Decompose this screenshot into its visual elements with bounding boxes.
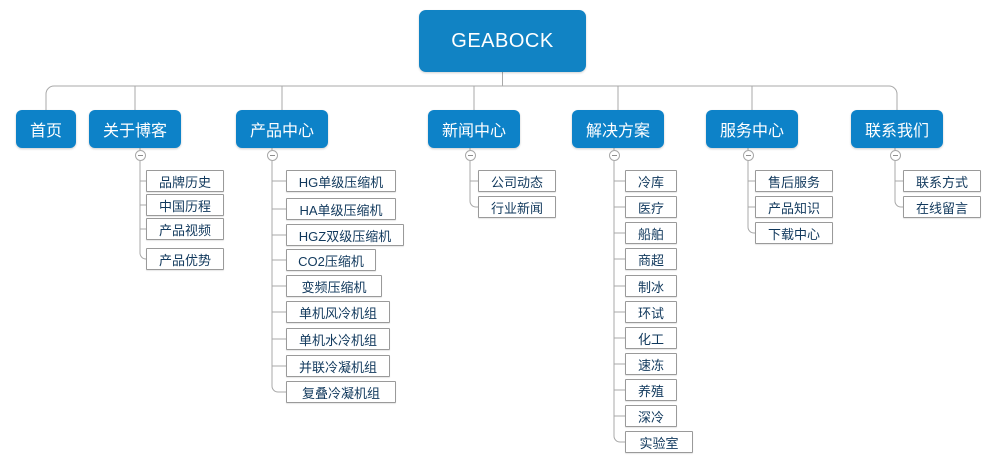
leaf-node-6-0[interactable]: 联系方式 xyxy=(903,170,981,192)
node-label: 商超 xyxy=(637,252,664,268)
leaf-node-4-10[interactable]: 实验室 xyxy=(625,431,693,453)
node-label: 售后服务 xyxy=(767,174,820,190)
node-label: 下载中心 xyxy=(767,226,820,242)
leaf-node-1-3[interactable]: 产品优势 xyxy=(146,248,224,270)
node-label: 冷库 xyxy=(637,174,664,190)
leaf-node-1-0[interactable]: 品牌历史 xyxy=(146,170,224,192)
node-label: 速冻 xyxy=(637,357,664,373)
leaf-node-3-1[interactable]: 行业新闻 xyxy=(478,196,556,218)
node-label: 产品知识 xyxy=(767,200,820,216)
node-label: 船舶 xyxy=(637,226,664,242)
branch-node-6[interactable]: 联系我们 xyxy=(851,110,943,148)
leaf-node-1-2[interactable]: 产品视频 xyxy=(146,218,224,240)
node-label: 公司动态 xyxy=(490,174,543,190)
collapse-toggle-icon[interactable] xyxy=(464,150,476,161)
node-label: CO2压缩机 xyxy=(298,253,364,269)
node-label: 复叠冷凝机组 xyxy=(301,385,380,401)
branch-node-5[interactable]: 服务中心 xyxy=(706,110,798,148)
minus-glyph xyxy=(467,155,473,156)
collapse-toggle-icon[interactable] xyxy=(134,150,146,161)
branch-node-0[interactable]: 首页 xyxy=(16,110,76,148)
collapse-toggle-icon[interactable] xyxy=(266,150,278,161)
leaf-node-4-7[interactable]: 速冻 xyxy=(625,353,677,375)
leaf-node-2-1[interactable]: HA单级压缩机 xyxy=(286,198,396,220)
node-label: HG单级压缩机 xyxy=(298,174,384,190)
leaf-node-6-1[interactable]: 在线留言 xyxy=(903,196,981,218)
node-label: 养殖 xyxy=(637,383,664,399)
node-label: 产品优势 xyxy=(158,252,211,268)
node-label: GEABOCK xyxy=(451,29,554,52)
node-label: 实验室 xyxy=(639,435,679,451)
leaf-node-2-8[interactable]: 复叠冷凝机组 xyxy=(286,381,396,403)
leaf-node-5-1[interactable]: 产品知识 xyxy=(755,196,833,218)
node-label: 化工 xyxy=(637,331,664,347)
branch-node-3[interactable]: 新闻中心 xyxy=(428,110,520,148)
leaf-node-4-3[interactable]: 商超 xyxy=(625,248,677,270)
leaf-node-4-9[interactable]: 深冷 xyxy=(625,405,677,427)
node-label: 单机风冷机组 xyxy=(298,305,377,321)
node-label: 单机水冷机组 xyxy=(298,332,377,348)
collapse-toggle-icon[interactable] xyxy=(742,150,754,161)
leaf-node-2-4[interactable]: 变频压缩机 xyxy=(286,275,382,297)
node-label: 产品视频 xyxy=(158,222,211,238)
leaf-node-2-0[interactable]: HG单级压缩机 xyxy=(286,170,396,192)
node-label: 服务中心 xyxy=(719,123,784,140)
leaf-node-1-1[interactable]: 中国历程 xyxy=(146,194,224,216)
leaf-node-4-0[interactable]: 冷库 xyxy=(625,170,677,192)
node-label: 在线留言 xyxy=(915,200,968,216)
node-label: 医疗 xyxy=(637,200,664,216)
branch-node-1[interactable]: 关于博客 xyxy=(89,110,181,148)
leaf-node-5-0[interactable]: 售后服务 xyxy=(755,170,833,192)
node-label: 解决方案 xyxy=(585,123,650,140)
node-label: 联系方式 xyxy=(915,174,968,190)
leaf-node-3-0[interactable]: 公司动态 xyxy=(478,170,556,192)
minus-glyph xyxy=(745,155,751,156)
minus-glyph xyxy=(611,155,617,156)
branch-node-2[interactable]: 产品中心 xyxy=(236,110,328,148)
leaf-node-4-1[interactable]: 医疗 xyxy=(625,196,677,218)
node-label: 新闻中心 xyxy=(441,123,506,140)
minus-glyph xyxy=(137,155,143,156)
leaf-node-2-2[interactable]: HGZ双级压缩机 xyxy=(286,224,404,246)
leaf-node-2-3[interactable]: CO2压缩机 xyxy=(286,249,376,271)
node-label: 关于博客 xyxy=(102,123,167,140)
root-node-geabock[interactable]: GEABOCK xyxy=(419,10,586,72)
node-label: HA单级压缩机 xyxy=(299,202,383,218)
collapse-toggle-icon[interactable] xyxy=(608,150,620,161)
leaf-node-4-8[interactable]: 养殖 xyxy=(625,379,677,401)
leaf-node-2-5[interactable]: 单机风冷机组 xyxy=(286,301,390,323)
node-label: 首页 xyxy=(29,123,62,140)
leaf-node-5-2[interactable]: 下载中心 xyxy=(755,222,833,244)
minus-glyph xyxy=(892,155,898,156)
leaf-node-4-4[interactable]: 制冰 xyxy=(625,275,677,297)
node-label: 并联冷凝机组 xyxy=(298,359,377,375)
branch-node-4[interactable]: 解决方案 xyxy=(572,110,664,148)
node-label: 制冰 xyxy=(637,279,664,295)
node-label: HGZ双级压缩机 xyxy=(298,228,392,244)
collapse-toggle-icon[interactable] xyxy=(889,150,901,161)
leaf-node-2-6[interactable]: 单机水冷机组 xyxy=(286,328,390,350)
node-label: 行业新闻 xyxy=(490,200,543,216)
leaf-node-2-7[interactable]: 并联冷凝机组 xyxy=(286,355,390,377)
node-label: 联系我们 xyxy=(864,123,929,140)
node-label: 变频压缩机 xyxy=(301,279,367,295)
node-label: 品牌历史 xyxy=(158,174,211,190)
leaf-node-4-5[interactable]: 环试 xyxy=(625,301,677,323)
node-label: 深冷 xyxy=(637,409,664,425)
leaf-node-4-6[interactable]: 化工 xyxy=(625,327,677,349)
node-label: 产品中心 xyxy=(249,123,314,140)
minus-glyph xyxy=(269,155,275,156)
leaf-node-4-2[interactable]: 船舶 xyxy=(625,222,677,244)
node-label: 中国历程 xyxy=(158,198,211,214)
node-label: 环试 xyxy=(637,305,664,321)
